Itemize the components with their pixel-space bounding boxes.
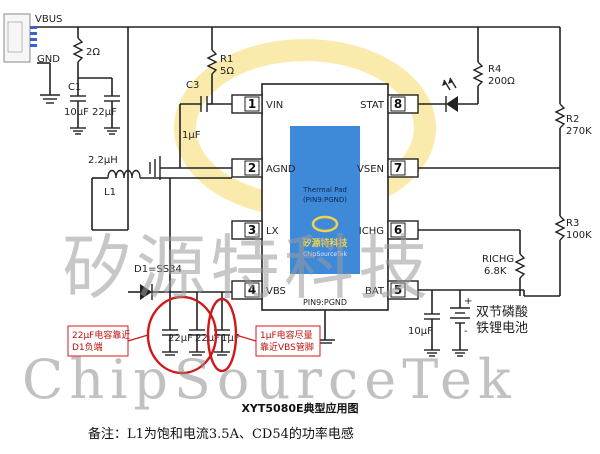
capacitor-cbat: 10μF [408, 290, 440, 357]
r2-value: 270K [566, 126, 592, 137]
watermark-chinese: 矽源特科技 [62, 227, 432, 309]
c1-value: 10μF [64, 107, 89, 118]
battery: + - 双节磷酸铁锂电池 [450, 290, 528, 357]
c3-value: 1μF [182, 130, 201, 141]
pin-stat: 8 STAT [360, 94, 419, 114]
inductor-label: L1 [104, 187, 116, 198]
resistor-richg: RICHG 6.8K [418, 229, 526, 296]
gnd-label: GND [37, 54, 60, 65]
callout-right: 1μF电容尽量靠近VBS管脚 [235, 325, 321, 357]
inductor-l1: 2.2μH L1 [88, 155, 232, 198]
text-line: 双节磷酸 [476, 305, 528, 320]
richg-value: 6.8K [484, 266, 507, 277]
c1-label: C1 [68, 82, 81, 93]
ic-pins: 1 VIN 2 AGND 3 LX 4 VBS 8 STAT 7 VSEN 6 ICHG 5 BAT [231, 94, 419, 300]
text-line: 22μF电容靠近 [72, 329, 130, 341]
pin-name: AGND [266, 164, 296, 175]
pin-name: VSEN [357, 164, 384, 175]
diode-label: D1=SS34 [134, 264, 182, 275]
pin-name: ICHG [359, 226, 384, 237]
pin-agnd: 2 AGND [231, 158, 296, 178]
pin-number: 4 [248, 283, 256, 297]
pin-name: VIN [266, 100, 283, 111]
pin-vin: 1 VIN [231, 94, 283, 114]
r3-value: 100K [566, 230, 592, 241]
vbus-label: VBUS [35, 14, 62, 25]
status-led [418, 77, 478, 112]
r1-value: 5Ω [220, 66, 234, 77]
usb-connector: VBUS GND [3, 13, 62, 65]
thermal-pad-label: Thermal Pad [302, 186, 347, 194]
pin-number: 5 [394, 283, 402, 297]
vbus-rail [37, 26, 560, 104]
pin-number: 6 [394, 223, 402, 237]
pin-number: 3 [248, 223, 256, 237]
cbs-1u-value: 1μF [221, 333, 240, 344]
capacitor-22uf-input: 22μF [92, 78, 120, 135]
battery-plus: + [464, 296, 472, 307]
r4-value: 200Ω [488, 76, 515, 87]
pin-number: 8 [394, 97, 402, 111]
battery-minus: - [464, 326, 468, 337]
watermark-english: ChipSourceTek [22, 348, 517, 411]
thermal-pad [290, 126, 360, 274]
pin-vbs: 4 VBS [231, 280, 286, 300]
logo-chinese: 矽源特科技 [302, 237, 348, 249]
r2-label: R2 [566, 114, 579, 125]
pin-number: 1 [248, 97, 256, 111]
pin9-label: PIN9:PGND [303, 298, 347, 307]
pin-ichg: 6 ICHG [359, 220, 419, 240]
resistor-r4: R4 200Ω [472, 27, 515, 104]
resistor-r1: R1 5Ω [206, 27, 234, 104]
cbat-value: 10μF [408, 326, 433, 337]
logo-english: ChipSourceTek [303, 251, 347, 258]
resistor-2ohm: 2Ω [72, 27, 100, 78]
footnote: 备注：L1为饱和电流3.5A、CD54的功率电感 [88, 426, 354, 442]
text-line: 铁锂电池 [476, 321, 528, 336]
pin-vsen: 7 VSEN [357, 158, 419, 178]
cbs-22u-a-value: 22μF [168, 333, 193, 344]
thermal-pad-pin9: (PIN9:PGND) [303, 196, 347, 204]
pin-number: 2 [248, 161, 256, 175]
c3-label: C3 [186, 80, 199, 91]
resistor-r3: R3 100K [554, 168, 592, 296]
agnd-ground [149, 156, 232, 180]
r1-label: R1 [220, 54, 233, 65]
pin-name: BAT [365, 286, 385, 297]
capacitor-c3: C3 1μF [179, 80, 212, 168]
pin-name: STAT [360, 100, 385, 111]
text-line: D1负端 [72, 341, 103, 353]
richg-label: RICHG [482, 254, 514, 265]
text-line: 1μF电容尽量 [260, 329, 313, 341]
pin-name: VBS [266, 286, 286, 297]
pin-bat: 5 BAT [365, 280, 419, 300]
company-logo: 矽源特科技 ChipSourceTek [302, 215, 348, 258]
pin-lx: 3 LX [231, 220, 279, 240]
r4-label: R4 [488, 64, 501, 75]
callout-right-text: 1μF电容尽量靠近VBS管脚 [260, 329, 314, 353]
resistor-2ohm-value: 2Ω [86, 47, 100, 58]
text-line: 靠近VBS管脚 [260, 341, 314, 353]
ic-xyt5080e: Thermal Pad (PIN9:PGND) 矽源特科技 ChipSource… [261, 83, 389, 311]
battery-label: 双节磷酸铁锂电池 [476, 305, 528, 336]
pin-number: 7 [394, 161, 402, 175]
r3-label: R3 [566, 218, 579, 229]
resistor-r2: R2 270K [554, 27, 592, 168]
pin-name: LX [266, 226, 279, 237]
figure-caption: XYT5080E典型应用图 [241, 401, 358, 415]
capacitor-c1: C1 10μF [64, 78, 89, 135]
inductor-value: 2.2μH [88, 155, 118, 166]
diode-d1: D1=SS34 [128, 264, 232, 300]
c22u-input-value: 22μF [92, 107, 117, 118]
